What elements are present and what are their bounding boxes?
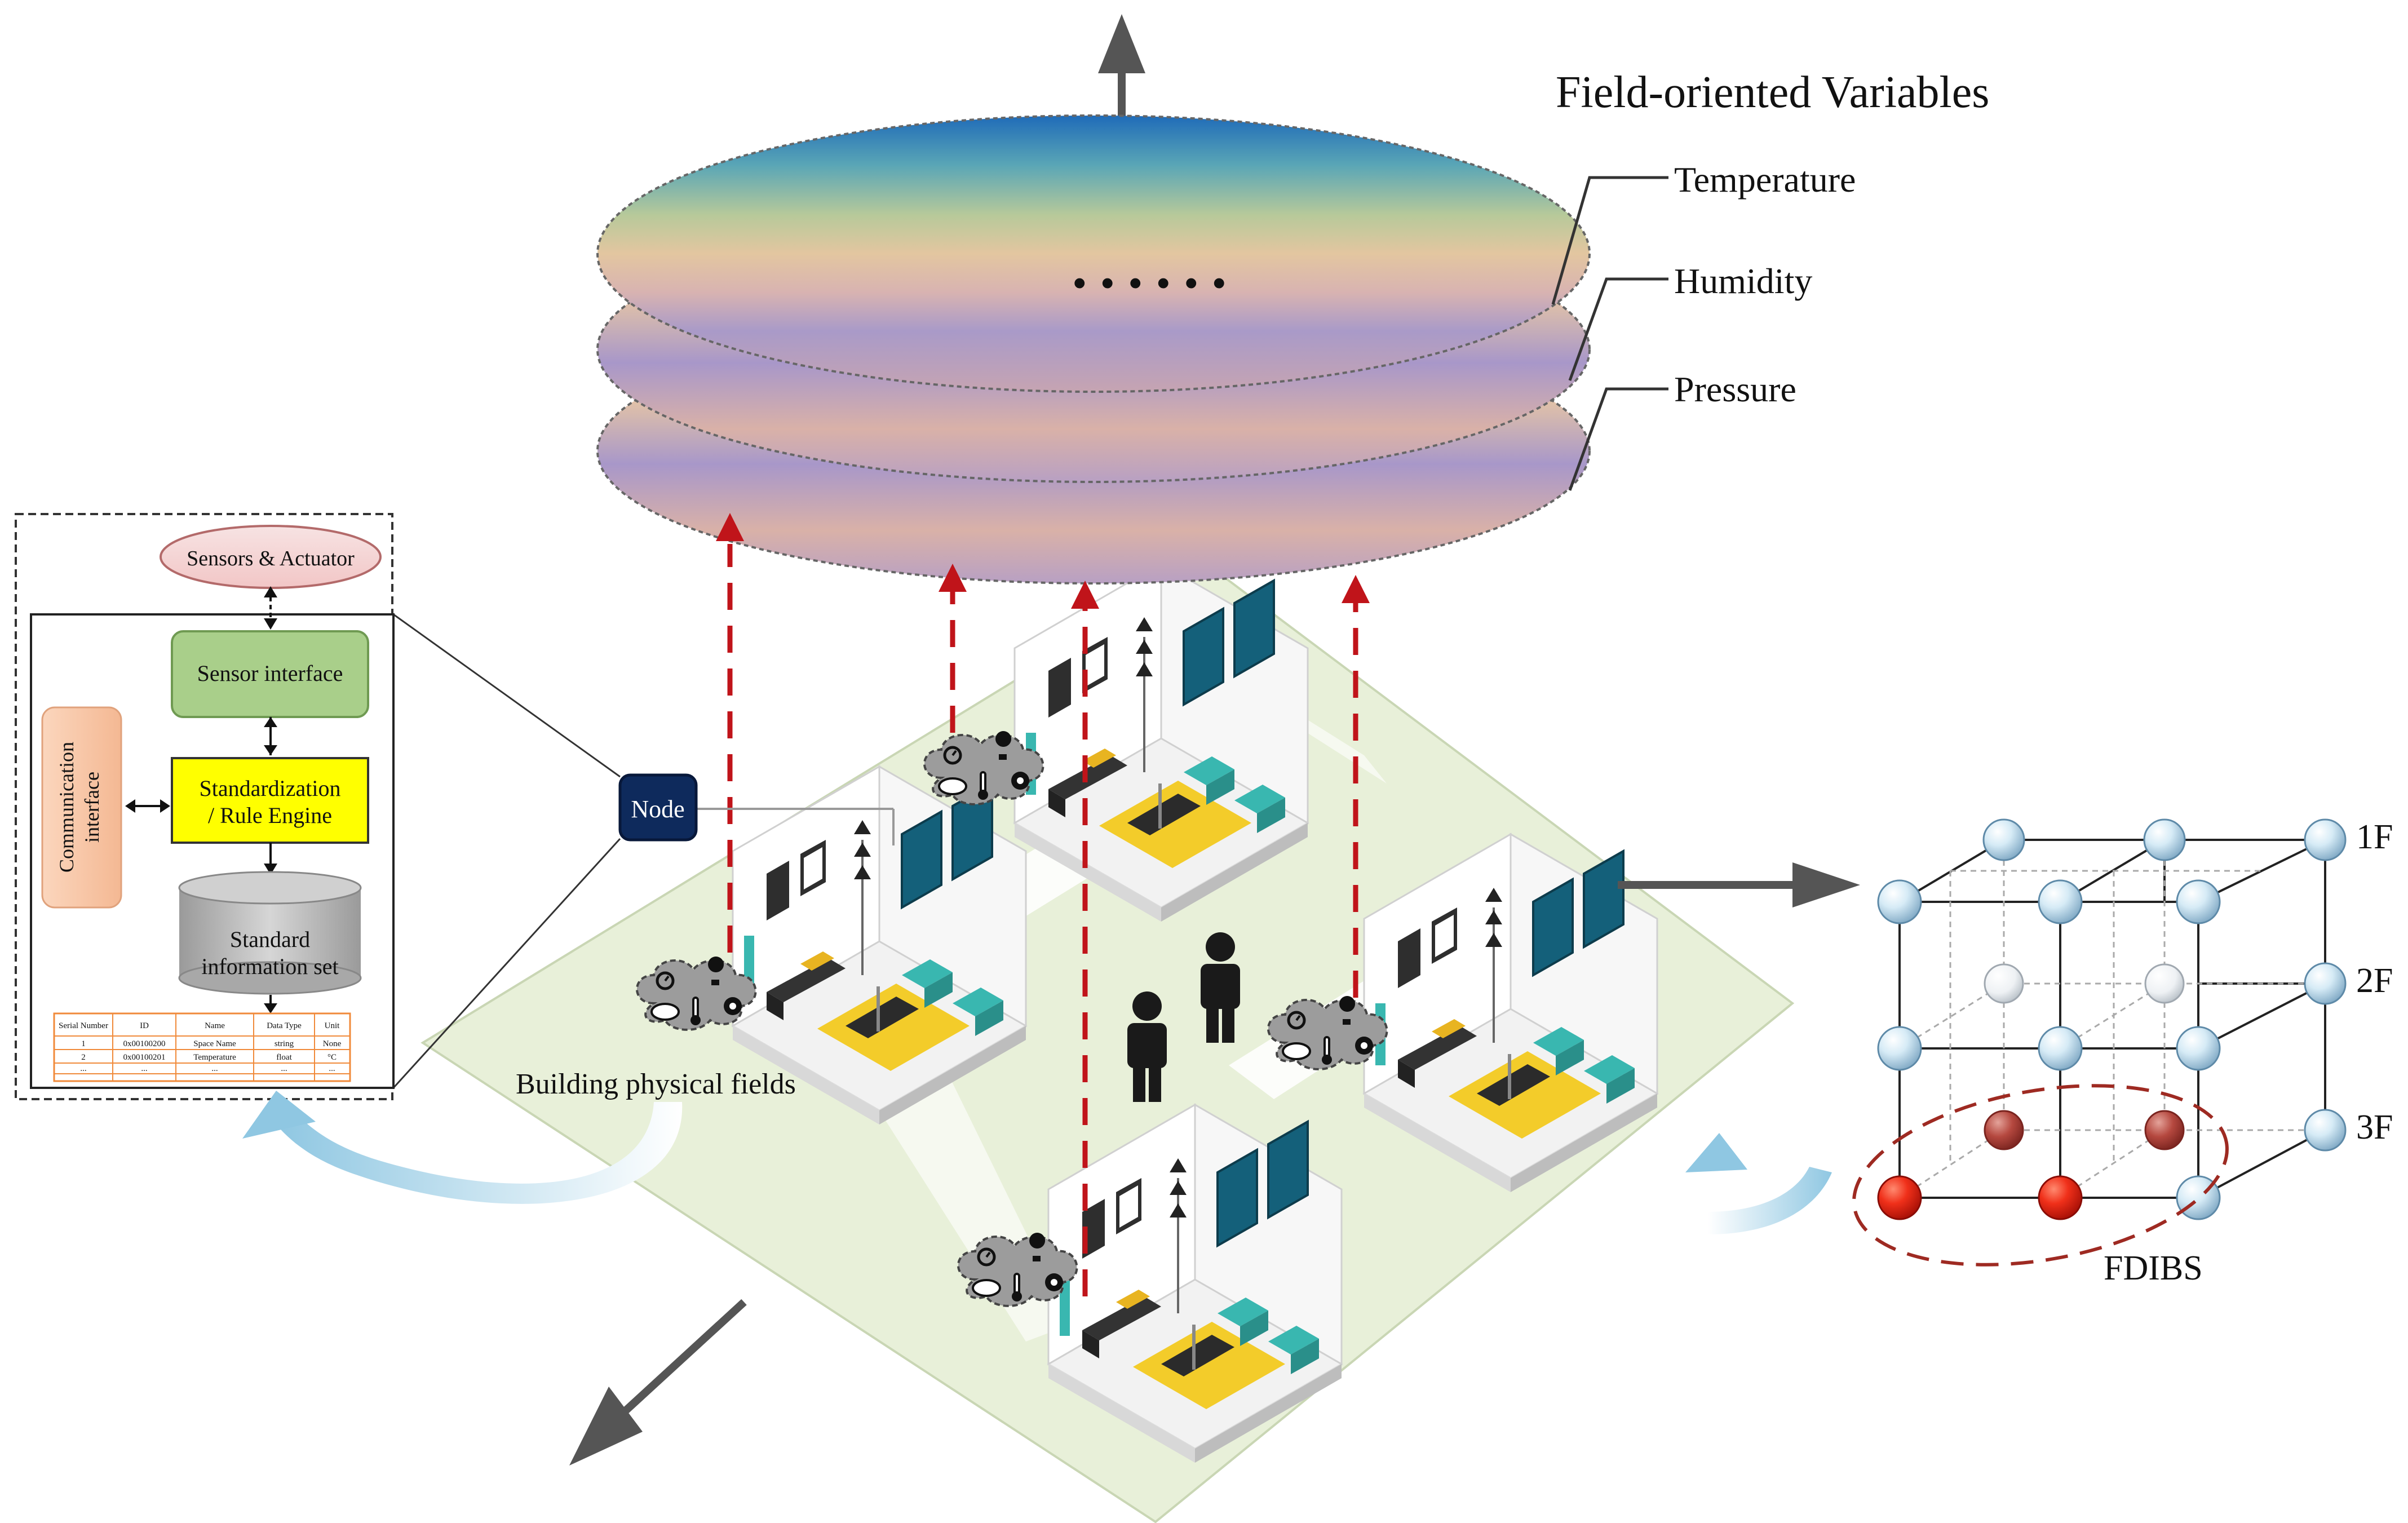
zoom-line-bottom (392, 838, 621, 1089)
sphere-node (2304, 1109, 2347, 1152)
zoom-line-top (393, 613, 621, 778)
info-set-label-1: Standard (230, 927, 310, 952)
sphere-node (2144, 963, 2185, 1004)
table-header: Data Type (267, 1021, 302, 1030)
field-label-humidity: Humidity (1674, 261, 1812, 301)
node-detail-panel (15, 513, 395, 1100)
sphere-node (1877, 1026, 1922, 1071)
table-cell: 1 (81, 1039, 86, 1048)
table-cell: string (275, 1039, 294, 1048)
data-upload-arrows (727, 544, 1358, 1296)
info-set-label-2: information set (201, 954, 338, 979)
building-fields-label: Building physical fields (516, 1068, 796, 1100)
table-header: Serial Number (59, 1021, 108, 1030)
floor-label-1f: 1F (2356, 818, 2393, 856)
field-label-pressure: Pressure (1674, 369, 1796, 409)
table-header: ID (140, 1021, 149, 1030)
sphere-node (2038, 1026, 2083, 1071)
floor-label-3f: 3F (2356, 1108, 2393, 1146)
table-cell: ... (141, 1064, 147, 1073)
table-cell: None (323, 1039, 342, 1048)
table-cell: 2 (81, 1053, 86, 1062)
table-cell: Space Name (193, 1039, 236, 1048)
table-cell: ... (281, 1064, 287, 1073)
field-layer-temperature (596, 114, 1591, 393)
sphere-node-highlight (1984, 1110, 2024, 1150)
floor-label-2f: 2F (2356, 962, 2393, 1000)
table-cell: ... (329, 1064, 335, 1073)
table-cell: ... (80, 1064, 86, 1073)
table-header: Unit (325, 1021, 340, 1030)
person-icon (1127, 932, 1240, 1102)
sphere-node (2143, 818, 2186, 861)
sphere-node (2176, 879, 2221, 924)
info-table: Serial Number ID Name Data Type Unit 1 0… (59, 1021, 342, 1073)
sphere-node-highlight (1877, 1175, 1922, 1220)
diagram-title: Field-oriented Variables (1556, 68, 1989, 117)
sphere-node-highlight (2144, 1110, 2185, 1150)
field-label-temperature: Temperature (1674, 160, 1856, 200)
table-cell: Temperature (193, 1053, 236, 1062)
field-ellipsis: ...... (1072, 232, 1240, 301)
table-cell: float (276, 1053, 292, 1062)
rule-engine-label-2: / Rule Engine (208, 803, 332, 828)
communication-label-2: interface (81, 772, 103, 843)
communication-label-1: Communication (55, 742, 78, 873)
sphere-node (1982, 818, 2025, 861)
field-label-leaders (1551, 176, 1668, 491)
sensor-interface-label: Sensor interface (197, 661, 343, 686)
rule-engine-label-1: Standardization (199, 776, 340, 801)
data-upload-arrowheads (716, 513, 1370, 609)
node-label: Node (631, 795, 684, 823)
table-cell: 0x00100200 (123, 1039, 166, 1048)
sphere-node (2304, 962, 2347, 1005)
sphere-node-highlight (2038, 1175, 2083, 1220)
fdibs-label: FDIBS (2104, 1249, 2203, 1287)
table-header: Name (205, 1021, 225, 1030)
sphere-node (2304, 818, 2347, 861)
table-cell: ... (211, 1064, 218, 1073)
fdibs-lattice-hidden (1899, 840, 2325, 1199)
sphere-node (1877, 879, 1922, 924)
fdibs-nodes (1877, 818, 2347, 1220)
curved-arrow-right (1708, 1167, 1832, 1234)
curved-arrow-left-head (242, 1091, 316, 1139)
curved-arrow-left (276, 1102, 683, 1204)
curved-arrow-right-head (1685, 1133, 1747, 1172)
axis-arrows (569, 14, 1860, 1466)
sensors-actuator-label: Sensors & Actuator (187, 547, 355, 570)
fdibs-lattice (1898, 839, 2326, 1199)
table-cell: 0x00100201 (123, 1053, 166, 1062)
fdibs-highlight-ellipse (1852, 1084, 2229, 1267)
node-box[interactable]: Node (618, 773, 698, 842)
sphere-node (2038, 879, 2083, 924)
sphere-node (2176, 1026, 2221, 1071)
sphere-node (1984, 963, 2024, 1004)
table-cell: °C (327, 1053, 337, 1062)
